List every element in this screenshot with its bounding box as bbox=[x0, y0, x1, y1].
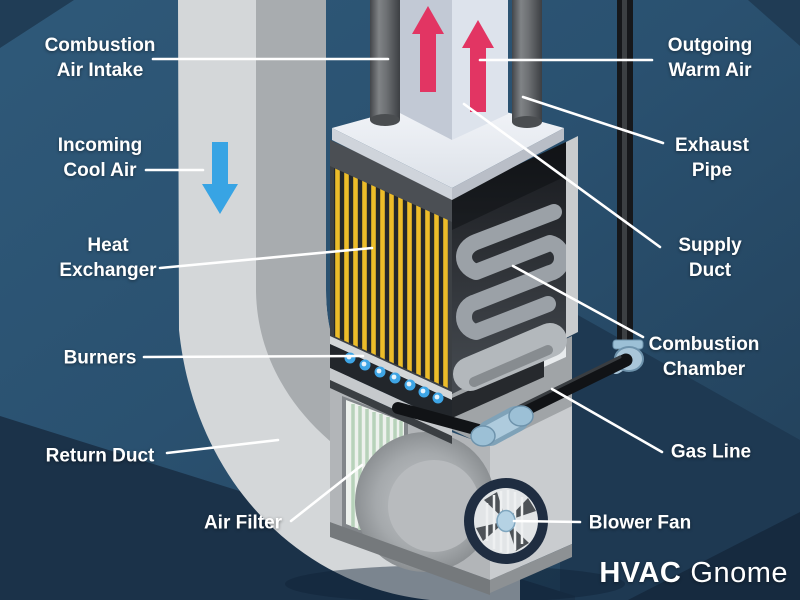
heat-exchanger-graphic bbox=[334, 168, 448, 388]
label-exhaust-pipe: Exhaust Pipe bbox=[675, 135, 749, 181]
blower-fan-graphic bbox=[464, 478, 548, 564]
label-supply-duct: Supply Duct bbox=[678, 235, 742, 281]
gas-line-graphic bbox=[392, 0, 644, 447]
heat-exchanger-coil bbox=[456, 204, 570, 340]
label-blower-fan: Blower Fan bbox=[588, 512, 692, 534]
blower-housing bbox=[355, 432, 495, 572]
label-incoming-cool-air: Incoming Cool Air bbox=[57, 135, 143, 181]
floor-shadow bbox=[285, 565, 625, 600]
intake-pipe-graphic bbox=[370, 0, 400, 126]
brand-logo-bold: HVAC bbox=[599, 557, 682, 589]
supply-duct-graphic bbox=[398, 0, 508, 140]
up-arrow-icon bbox=[412, 6, 494, 112]
label-combustion-chamber: Combustion Chamber bbox=[648, 334, 760, 380]
exhaust-pipe-graphic bbox=[512, 0, 542, 128]
down-arrow-icon bbox=[202, 142, 238, 214]
label-gas-line: Gas Line bbox=[670, 441, 752, 463]
label-combustion-air-intake: Combustion Air Intake bbox=[44, 35, 156, 81]
label-burners: Burners bbox=[63, 347, 137, 369]
label-air-filter: Air Filter bbox=[203, 512, 283, 534]
label-outgoing-warm-air: Outgoing Warm Air bbox=[667, 35, 753, 81]
upper-cabinet bbox=[330, 136, 578, 394]
label-heat-exchanger: Heat Exchanger bbox=[59, 235, 157, 281]
label-return-duct: Return Duct bbox=[45, 445, 155, 467]
leader-lines bbox=[142, 57, 665, 524]
brand-logo-regular: Gnome bbox=[690, 557, 788, 589]
